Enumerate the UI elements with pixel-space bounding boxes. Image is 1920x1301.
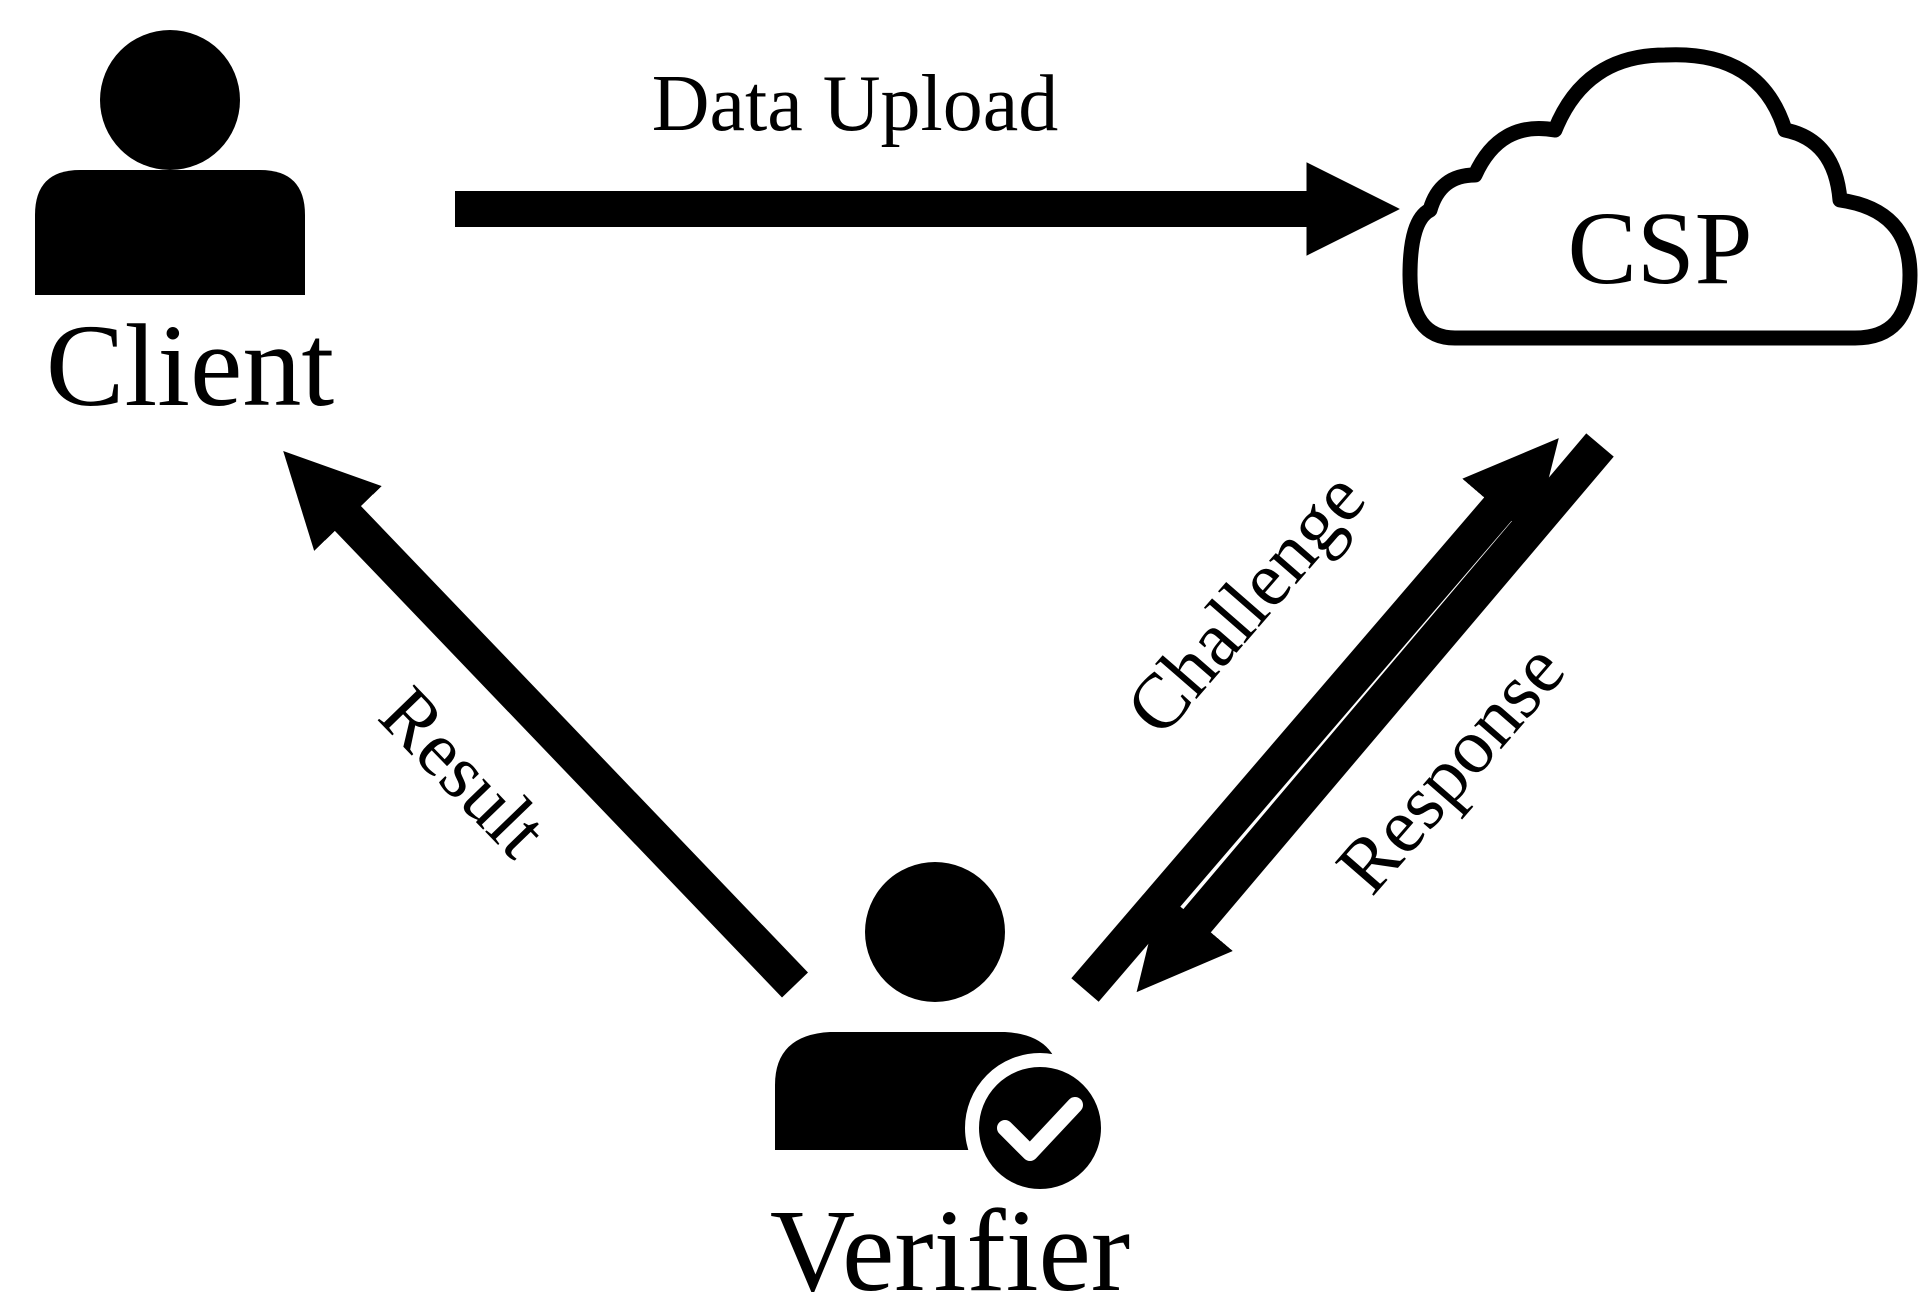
response-arrow bbox=[1136, 433, 1614, 993]
verifier-label: Verifier bbox=[770, 1185, 1130, 1301]
data-upload-label: Data Upload bbox=[652, 60, 1059, 148]
client-person-icon bbox=[35, 30, 305, 295]
client-label: Client bbox=[46, 300, 335, 431]
csp-cloud-icon bbox=[1402, 47, 1918, 346]
result-arrow bbox=[283, 450, 808, 998]
csp-label: CSP bbox=[1567, 191, 1752, 306]
verifier-person-check-icon bbox=[775, 862, 1115, 1203]
